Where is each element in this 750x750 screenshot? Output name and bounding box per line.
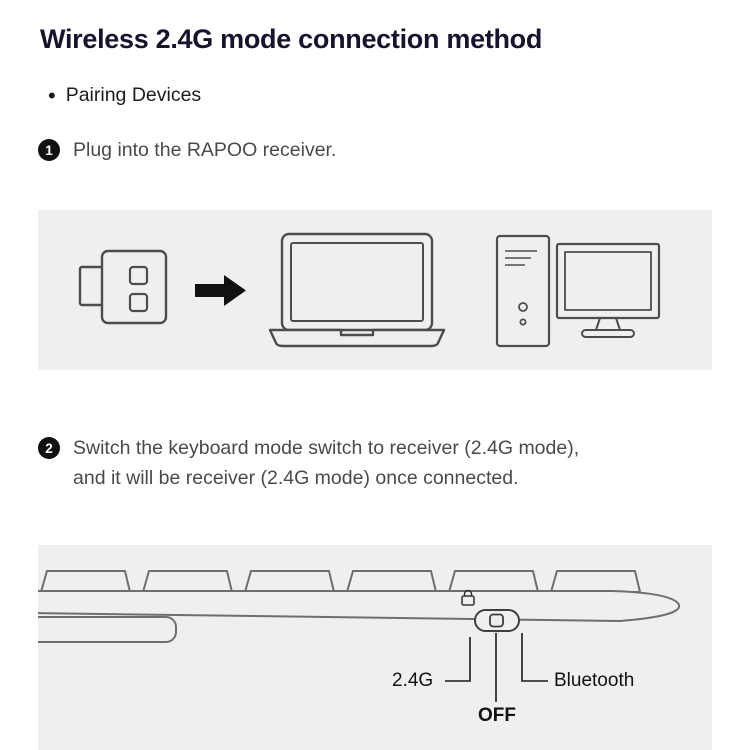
step-1: 1 Plug into the RAPOO receiver. [38, 135, 336, 165]
lock-icon [461, 589, 475, 606]
step-2-text-block: Switch the keyboard mode switch to recei… [73, 433, 579, 493]
keyboard-foot [38, 616, 177, 643]
bullet-dot: • [48, 82, 56, 108]
switch-label-2-4g: 2.4G [392, 670, 434, 691]
step-2-text-line-1: Switch the keyboard mode switch to recei… [73, 437, 580, 459]
bullet-item-label: Pairing Devices [65, 84, 202, 106]
keyboard-illustration-panel: 2.4G OFF Bluetooth [38, 545, 712, 750]
step-1-text-block: Plug into the RAPOO receiver. [73, 135, 336, 165]
step-1-number-badge: 1 [38, 139, 60, 161]
keyboard-side-icon [38, 590, 681, 643]
step-2-text-line-2: and it will be receiver (2.4G mode) once… [73, 467, 519, 489]
receiver-illustration-panel [38, 210, 712, 370]
keyboard-keys [40, 570, 641, 593]
usb-receiver-icon [78, 249, 168, 325]
keyboard-illustration [38, 570, 681, 702]
callout-lines [445, 633, 548, 702]
switch-label-bluetooth: Bluetooth [554, 670, 635, 691]
step-1-text: Plug into the RAPOO receiver. [73, 139, 337, 161]
step-2: 2 Switch the keyboard mode switch to rec… [38, 433, 579, 493]
page-title: Wireless 2.4G mode connection method [40, 24, 543, 54]
receiver-illustration [78, 232, 661, 348]
bullet-item-pairing-devices: • Pairing Devices [48, 84, 201, 107]
arrow-right-icon [195, 275, 246, 306]
switch-label-off: OFF [478, 705, 516, 726]
mode-switch-icon [474, 609, 520, 632]
callout-line-bluetooth [521, 633, 548, 682]
desktop-pc-icon [495, 234, 661, 348]
step-2-number-badge: 2 [38, 437, 60, 459]
callout-line-24g [445, 637, 471, 682]
laptop-icon [268, 232, 446, 348]
